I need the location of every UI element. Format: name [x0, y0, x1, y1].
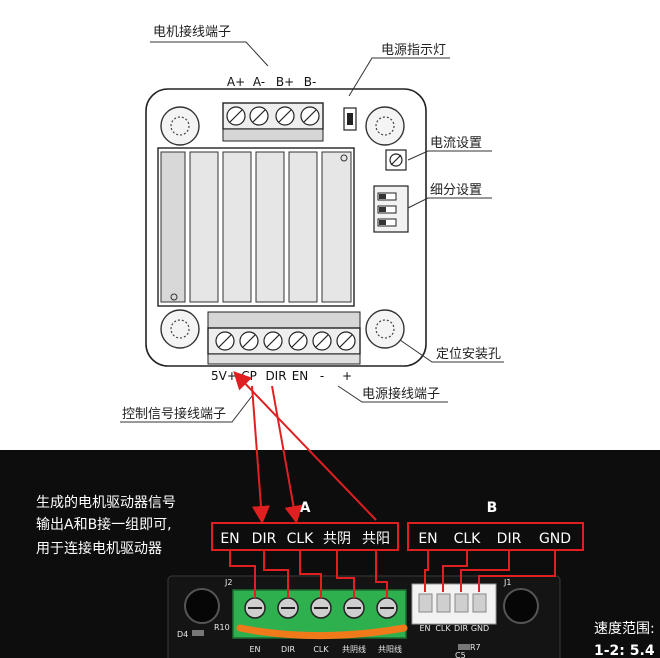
pcb-silk-r7: R7	[470, 643, 481, 652]
highlight-stroke	[236, 624, 408, 640]
group-b-pin-en: EN	[418, 531, 437, 547]
pcb-silk-c5: C5	[455, 651, 466, 658]
description-line-3: 用于连接电机驱动器	[36, 540, 162, 557]
pcb-silk-j1: J1	[503, 578, 511, 587]
silk-label-common-cathode: 共阴线	[342, 644, 366, 654]
pin-label-a-plus: A+	[227, 75, 245, 89]
motor-terminal-block	[222, 102, 324, 142]
jst-label-en: EN	[419, 624, 430, 633]
group-label-a: A	[300, 500, 311, 516]
description-line-2: 输出A和B接一组即可,	[36, 516, 172, 533]
red-traces	[229, 550, 556, 598]
pcb-hole-right	[503, 588, 539, 624]
silk-label-dir: DIR	[281, 645, 296, 654]
pin-label-plus: +	[342, 369, 352, 383]
signal-pin-labels: 5V+ CP DIR EN - +	[211, 369, 352, 383]
callout-lines	[120, 41, 504, 423]
jst-label-dir: DIR	[454, 624, 469, 633]
group-a-pin-en: EN	[220, 531, 239, 547]
pin-label-minus: -	[320, 369, 324, 383]
speed-range-label: 速度范围:	[594, 620, 655, 637]
callout-motor-terminal: 电机接线端子	[153, 24, 231, 40]
callout-current-setting: 电流设置	[430, 136, 482, 151]
pcb-silk-j2: J2	[224, 578, 232, 587]
microstep-dip-switch	[373, 185, 409, 233]
current-potentiometer	[385, 149, 407, 171]
jst-labels: EN CLK DIR GND	[419, 624, 489, 633]
group-b-pin-gnd: GND	[539, 531, 571, 547]
arrow-anode-to-5v	[233, 371, 377, 521]
group-a-pin-common-anode: 共阳	[362, 531, 390, 547]
group-a-pin-dir: DIR	[252, 531, 277, 547]
signal-terminal-block	[207, 311, 361, 365]
silk-label-clk: CLK	[313, 645, 329, 654]
mounting-hole-bottom-right	[365, 309, 405, 349]
driver-module	[145, 88, 427, 367]
pin-label-dir: DIR	[265, 369, 286, 383]
pcb-silk-d4: D4	[177, 630, 188, 639]
pin-label-b-plus: B+	[276, 75, 294, 89]
jst-label-gnd: GND	[471, 624, 489, 633]
group-b-pin-clk: CLK	[454, 531, 482, 547]
arrow-cp-to-dir	[251, 385, 270, 524]
pcb-terminal-labels: EN DIR CLK 共阴线 共阳线	[249, 644, 402, 654]
group-b-pin-dir: DIR	[497, 531, 522, 547]
callout-power-led: 电源指示灯	[381, 43, 446, 58]
callout-microstep-setting: 细分设置	[430, 183, 482, 198]
speed-range-value: 1-2: 5.4	[594, 643, 655, 658]
callout-mounting-hole: 定位安装孔	[436, 347, 501, 362]
mounting-hole-bottom-left	[160, 309, 200, 349]
motor-pin-labels: A+ A- B+ B-	[227, 75, 316, 89]
description-line-1: 生成的电机驱动器信号	[36, 495, 176, 511]
arrow-dir-to-clk	[271, 385, 303, 524]
group-a-box	[211, 522, 399, 551]
pin-label-b-minus: B-	[304, 75, 317, 89]
pin-label-en: EN	[292, 369, 309, 383]
silk-label-common-anode: 共阳线	[378, 644, 402, 654]
board-description: 生成的电机驱动器信号 输出A和B接一组即可, 用于连接电机驱动器	[36, 495, 176, 557]
jst-label-clk: CLK	[435, 624, 451, 633]
group-label-b: B	[487, 500, 498, 516]
group-a-pin-common-cathode: 共阴	[323, 531, 351, 547]
pcb-board: J2 J1 D4 R10 R7 C5 EN DIR CLK 共阴线 共阳线	[167, 575, 561, 658]
connection-arrows	[233, 371, 377, 524]
group-a-pin-clk: CLK	[287, 531, 315, 547]
pin-label-a-minus: A-	[253, 75, 265, 89]
group-b-box	[407, 522, 584, 551]
mounting-hole-top-right	[365, 106, 405, 146]
silk-label-en: EN	[249, 645, 260, 654]
pcb-silk-r10: R10	[214, 623, 230, 632]
mounting-hole-top-left	[160, 106, 200, 146]
callout-signal-terminal: 控制信号接线端子	[122, 406, 226, 422]
pcb-hole-left	[184, 588, 220, 624]
heatsink	[157, 147, 355, 307]
callout-power-terminal: 电源接线端子	[362, 386, 440, 402]
pin-label-5v: 5V+	[211, 369, 237, 383]
